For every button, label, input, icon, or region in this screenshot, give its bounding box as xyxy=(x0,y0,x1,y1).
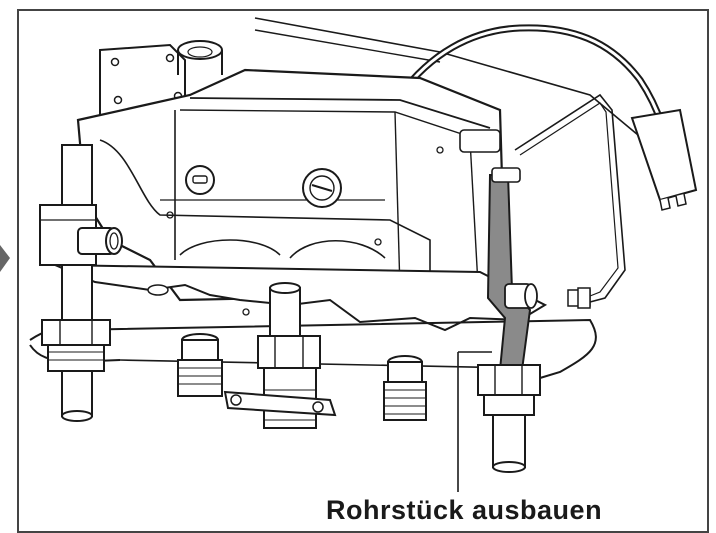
clamp-strap xyxy=(223,390,337,417)
top-cable-2 xyxy=(254,29,441,63)
threaded-fitting-1 xyxy=(177,333,223,397)
left-pipe xyxy=(39,144,123,422)
figure-border xyxy=(17,9,709,533)
threaded-fitting-2 xyxy=(383,355,427,421)
right-lower-fitting xyxy=(477,364,541,473)
left-arrow-marker xyxy=(0,245,10,272)
gas-valve-body xyxy=(76,40,507,302)
callout-label: Rohrstück ausbauen xyxy=(326,495,603,525)
capillary-tube-2 xyxy=(519,102,619,297)
top-cable xyxy=(254,17,639,136)
center-pipe xyxy=(257,282,321,429)
capillary-fitting-icon xyxy=(567,287,591,309)
capillary-tube xyxy=(514,93,626,303)
highlighted-pipe-piece xyxy=(486,167,538,371)
connector-plug-icon xyxy=(630,108,698,211)
